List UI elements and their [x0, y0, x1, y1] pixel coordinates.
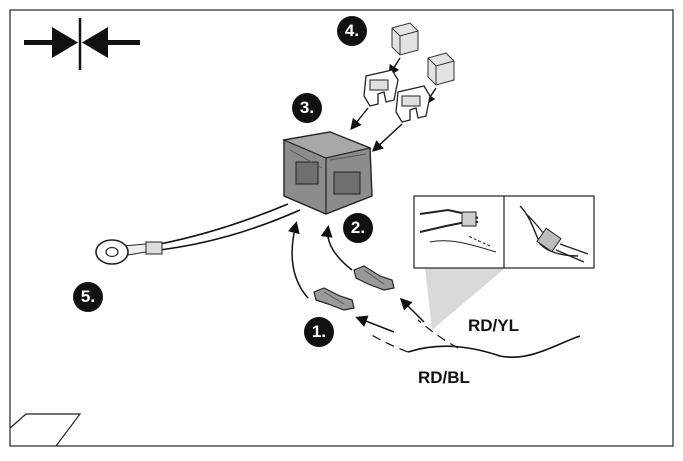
arrow-pin-upper: [320, 225, 353, 271]
wire-label-rdbl: RD/BL: [418, 368, 470, 387]
merge-arrows-icon: [24, 18, 140, 70]
step-badge-5: 5.: [73, 282, 103, 312]
arrow-insert-rdyl: [399, 297, 425, 323]
blade-fuse-right: [395, 85, 431, 123]
diagram-frame: [9, 9, 674, 447]
fuse-cap-right: [427, 52, 455, 86]
terminal-pin-lower: [313, 287, 355, 311]
page-corner-icon: [9, 413, 82, 447]
callout-wedge: [425, 268, 505, 330]
wire-rdbl: [369, 333, 409, 353]
arrow-insert-rdbl: [355, 315, 395, 333]
arrow-fuse-right: [371, 123, 403, 152]
arrow-pin-lower: [287, 221, 309, 299]
step-badge-3: 3.: [292, 93, 322, 123]
step-badge-2: 2.: [343, 213, 373, 243]
wire-label-rdyl: RD/YL: [468, 316, 519, 335]
arrow-fuse-left: [350, 107, 369, 131]
supply-cable: [407, 335, 581, 358]
crimp-tool-icon: [419, 208, 497, 253]
tool-callout: [413, 195, 595, 269]
fuse-holder: [281, 131, 373, 215]
blade-fuse-left: [363, 69, 399, 107]
step-badge-4: 4.: [337, 16, 367, 46]
fuse-cap-left: [391, 22, 419, 56]
wire-rdyl: [417, 319, 459, 349]
terminal-pin-upper: [353, 265, 395, 291]
crimping-in-hand-icon: [519, 205, 589, 263]
step-badge-1: 1.: [304, 317, 334, 347]
ground-ring-terminal: [95, 203, 301, 265]
